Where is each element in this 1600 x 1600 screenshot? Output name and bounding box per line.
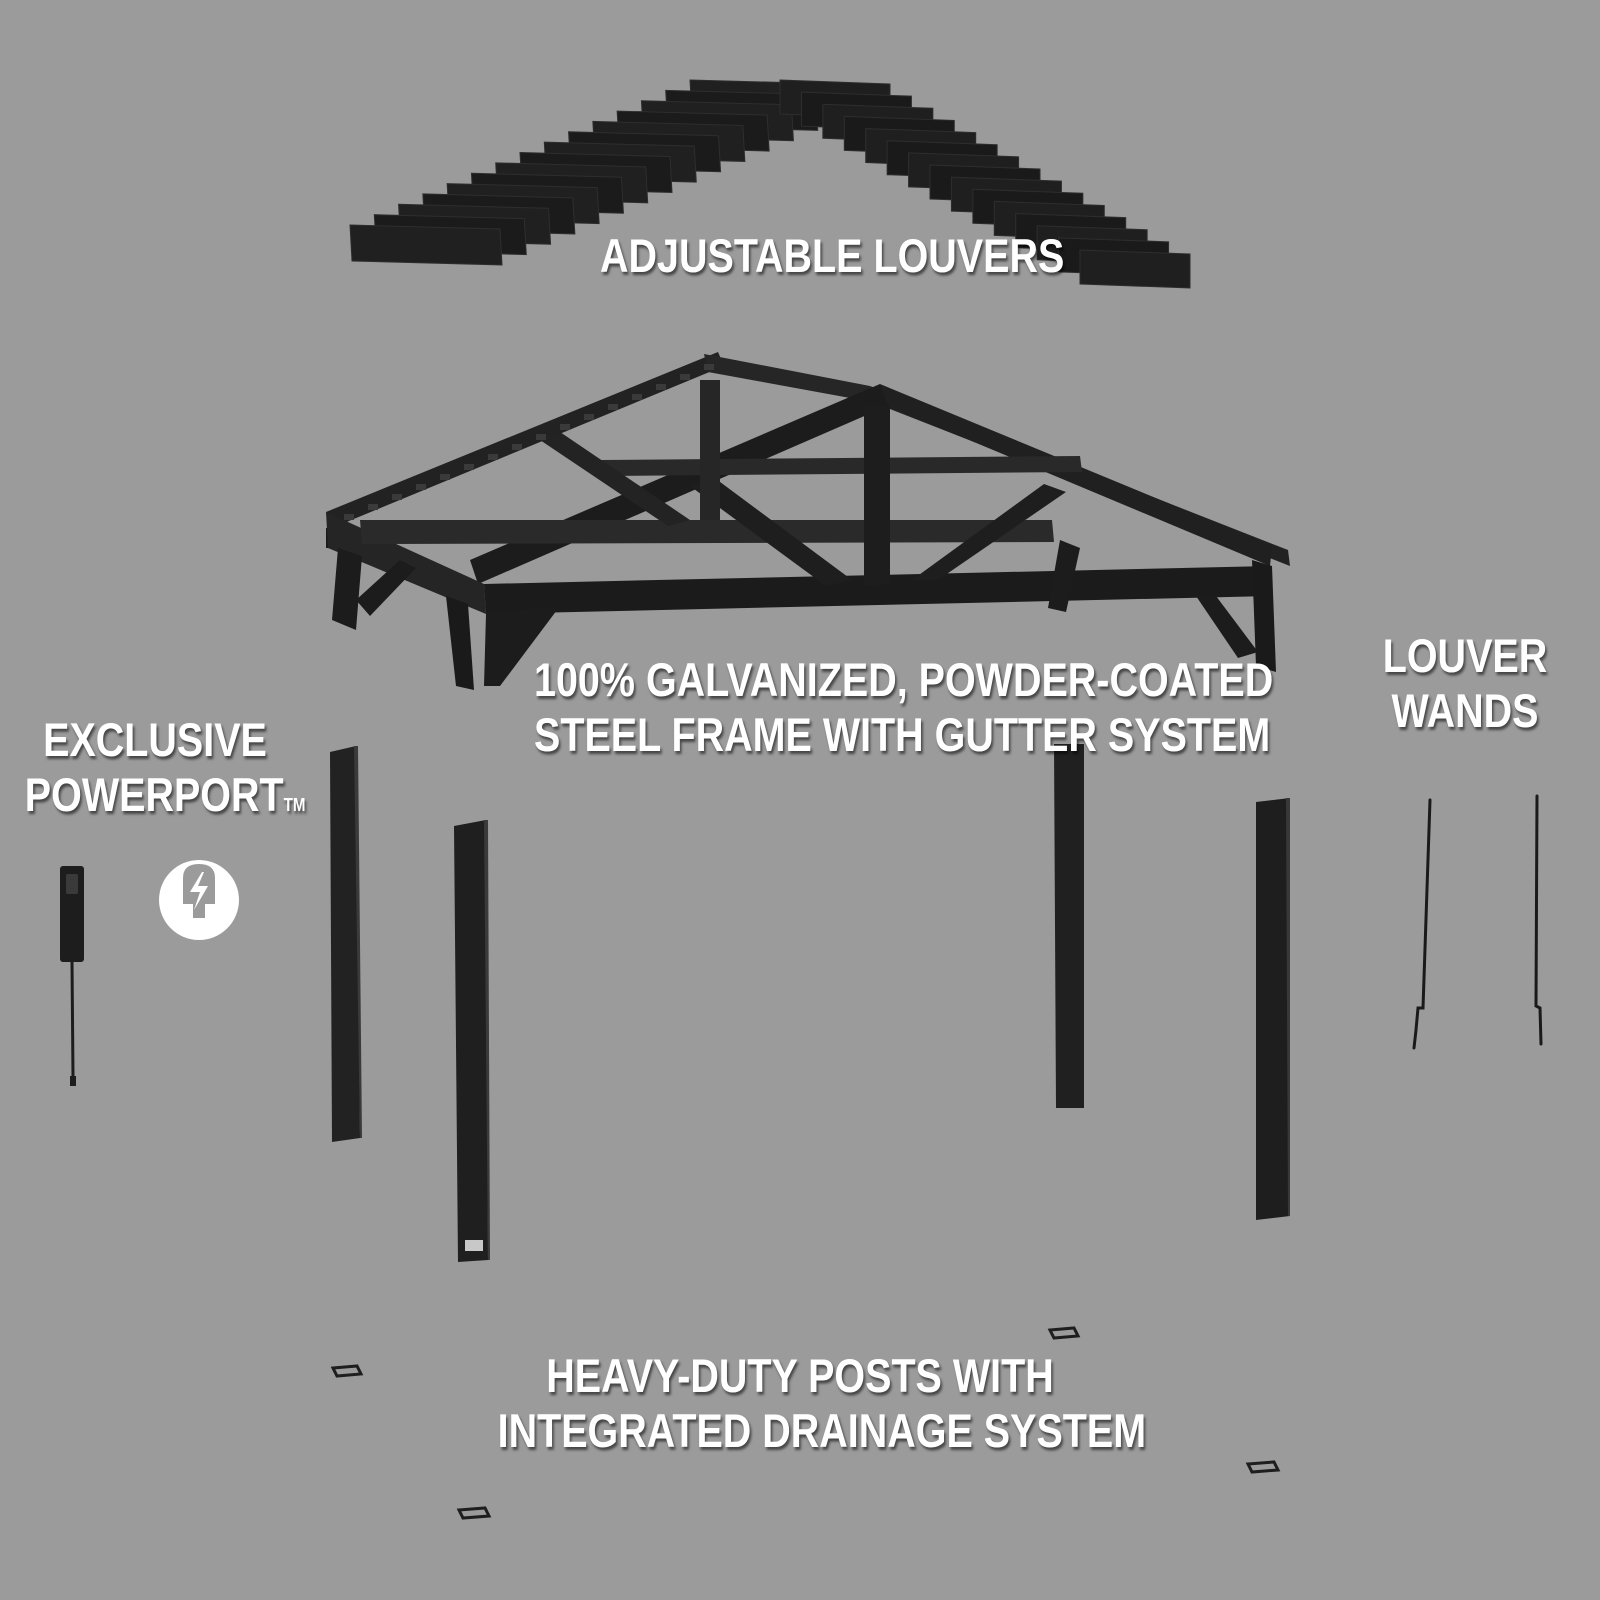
power-plug-lightning-icon [159, 860, 239, 940]
powerport-outlet [66, 874, 78, 894]
frame-corner-bracket-left [332, 548, 362, 630]
anchor-plate-front-left [456, 1506, 492, 1520]
frame-front-left-rafter [470, 384, 892, 584]
callout-louver-wands: LOUVER WANDS [1360, 628, 1570, 739]
frame-rafter-slat-row [344, 364, 714, 520]
rafter-rivet [680, 374, 690, 380]
post-back-left [330, 746, 360, 1142]
anchor-plate-back-right [1047, 1326, 1081, 1340]
frame-knee-brace-back [1048, 540, 1080, 612]
louver-wand-right [1534, 794, 1543, 1046]
powerport-unit [60, 866, 84, 1086]
frame-corner-bracket-right [1252, 560, 1276, 672]
frame-brace-left [690, 476, 852, 586]
rafter-rivet [464, 464, 474, 470]
callout-powerport-line2: POWERPORT [24, 768, 284, 822]
rafter-rivet [512, 444, 522, 450]
frame-mid-beam [600, 456, 1082, 476]
callout-powerport-line2-wrap: POWERPORTTM [24, 767, 306, 822]
callout-steel-frame: 100% GALVANIZED, POWDER-COATED STEEL FRA… [534, 652, 1274, 763]
rafter-rivet [560, 424, 570, 430]
callout-powerport-line1: EXCLUSIVE [43, 713, 267, 766]
callout-posts-line1: HEAVY-DUTY POSTS WITH [546, 1349, 1054, 1402]
frame-brace-right [912, 484, 1066, 580]
frame-knee-brace-front [484, 606, 560, 686]
post-front-left [454, 820, 488, 1262]
louver-slat-right [1079, 249, 1191, 289]
callout-heavy-duty-posts: HEAVY-DUTY POSTS WITH INTEGRATED DRAINAG… [497, 1348, 1147, 1459]
powerport-cable [70, 961, 75, 1077]
callout-louvers-line1: ADJUSTABLE LOUVERS [600, 229, 1065, 282]
frame-front-beam [484, 566, 1272, 614]
frame-brace-back-left [540, 432, 690, 526]
rafter-rivet [488, 454, 498, 460]
post-back-right [1054, 744, 1084, 1108]
callout-frame-line2: STEEL FRAME WITH GUTTER SYSTEM [534, 708, 1271, 762]
rafter-rivet [392, 494, 402, 500]
rafter-rivet [344, 514, 354, 520]
callout-wands-line2: WANDS [1391, 684, 1539, 738]
post-back-left-edge [354, 746, 362, 1138]
frame-front-right-rafter [880, 384, 1272, 566]
trademark-symbol: TM [283, 795, 306, 816]
steel-frame [326, 352, 1290, 690]
frame-knee-brace-right [1196, 596, 1258, 658]
rafter-rivet [704, 364, 714, 370]
post-anchor-plates [330, 1326, 1281, 1520]
post-front-right [1256, 798, 1290, 1220]
post-front-left-edge [484, 820, 490, 1260]
post-drain-outlet [465, 1240, 483, 1251]
frame-king-post [864, 406, 890, 586]
callout-adjustable-louvers: ADJUSTABLE LOUVERS [600, 228, 1065, 283]
louver-slat-left [349, 224, 503, 266]
adjustable-louvers [349, 79, 1191, 289]
rafter-rivet [440, 474, 450, 480]
rafter-rivet [584, 414, 594, 420]
rafter-rivet [608, 404, 618, 410]
louver-wands [1412, 794, 1543, 1050]
rafter-rivet [368, 504, 378, 510]
callout-frame-line1: 100% GALVANIZED, POWDER-COATED [534, 653, 1274, 706]
anchor-plate-front-right [1245, 1460, 1281, 1474]
frame-corner-bracket-front [446, 596, 474, 690]
rafter-rivet [656, 384, 666, 390]
rafter-rivet [632, 394, 642, 400]
callout-posts-line2: INTEGRATED DRAINAGE SYSTEM [497, 1404, 1147, 1458]
heavy-duty-posts [330, 744, 1290, 1262]
powerport-plug [70, 1076, 76, 1086]
frame-back-post [700, 380, 720, 520]
louver-wand-left [1412, 798, 1432, 1050]
frame-knee-brace-left [356, 560, 416, 616]
rafter-rivet [536, 434, 546, 440]
frame-back-beam [360, 520, 1054, 544]
anchor-plate-back-left [330, 1364, 364, 1378]
post-front-right-edge [1286, 798, 1290, 1216]
callout-wands-line1: LOUVER [1382, 629, 1548, 682]
callout-powerport: EXCLUSIVE POWERPORTTM [24, 712, 306, 823]
frame-back-ridge [704, 354, 872, 402]
rafter-rivet [416, 484, 426, 490]
